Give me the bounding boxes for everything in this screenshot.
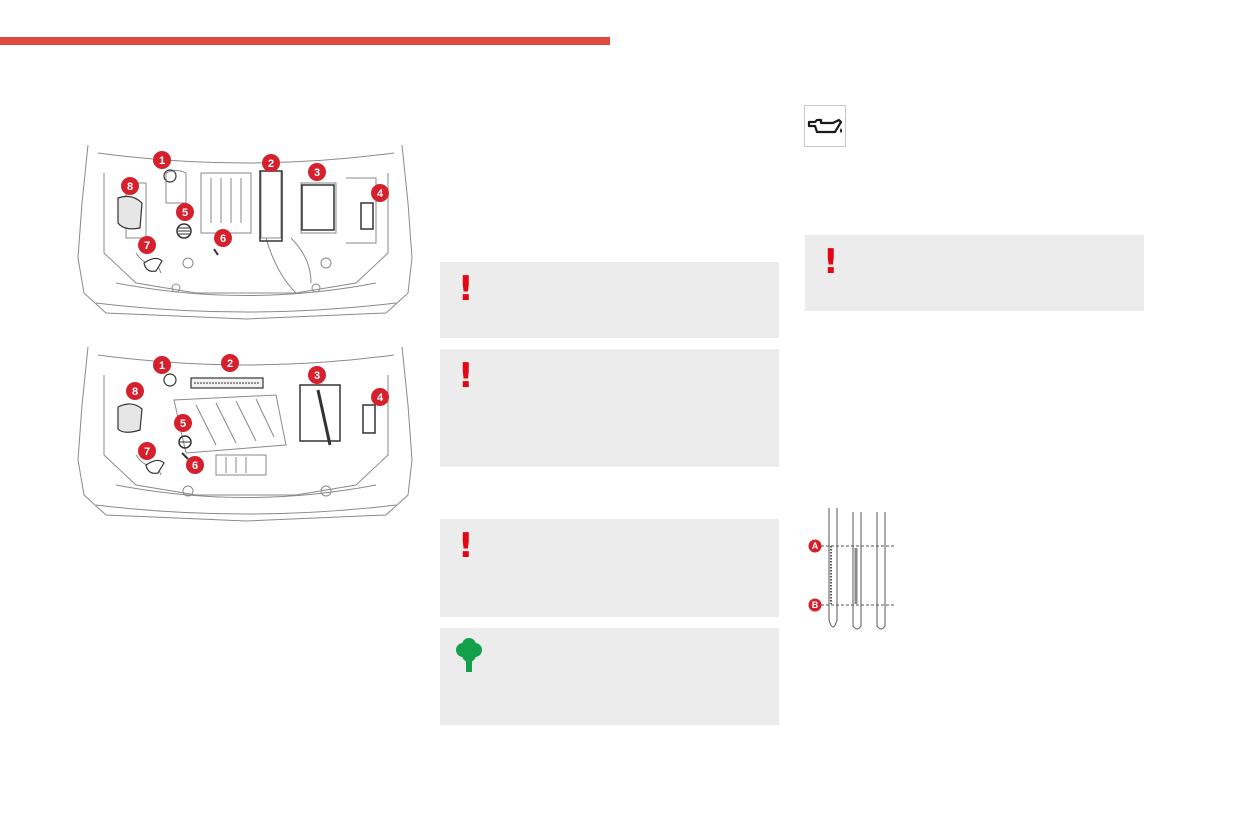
engine-compartment-diagram-2: 1 2 3 4 5 6 7 8 bbox=[76, 345, 416, 523]
exclamation-icon: ! bbox=[458, 526, 474, 566]
exclamation-icon: ! bbox=[458, 356, 474, 396]
callout-6: 6 bbox=[214, 229, 232, 247]
callout-8: 8 bbox=[121, 177, 139, 195]
callout-3: 3 bbox=[308, 163, 326, 181]
dipstick-mark-b: B bbox=[808, 598, 822, 612]
header-accent-bar bbox=[0, 37, 610, 45]
svg-text:2: 2 bbox=[227, 358, 233, 370]
callout-5: 5 bbox=[174, 414, 192, 432]
engine-compartment-diagram-1: 1 2 3 4 5 6 7 8 bbox=[76, 143, 416, 321]
eco-note bbox=[440, 628, 779, 725]
svg-text:6: 6 bbox=[192, 460, 198, 472]
svg-text:2: 2 bbox=[268, 158, 274, 170]
callout-2: 2 bbox=[262, 154, 280, 172]
svg-text:1: 1 bbox=[159, 155, 165, 167]
callout-2: 2 bbox=[221, 354, 239, 372]
reservoir-cap-shape bbox=[163, 169, 177, 183]
svg-text:4: 4 bbox=[377, 188, 384, 200]
warning-note-1: ! bbox=[440, 262, 779, 338]
oil-warning-light-frame bbox=[804, 105, 846, 147]
svg-text:3: 3 bbox=[314, 370, 320, 382]
svg-text:6: 6 bbox=[220, 233, 226, 245]
svg-text:7: 7 bbox=[144, 240, 150, 252]
svg-text:3: 3 bbox=[314, 167, 320, 179]
exclamation-icon: ! bbox=[823, 242, 839, 282]
callout-1: 1 bbox=[153, 151, 171, 169]
svg-text:1: 1 bbox=[159, 360, 165, 372]
svg-text:A: A bbox=[812, 541, 819, 551]
callout-5: 5 bbox=[176, 203, 194, 221]
svg-text:8: 8 bbox=[132, 386, 138, 398]
callout-3: 3 bbox=[308, 366, 326, 384]
callout-7: 7 bbox=[138, 236, 156, 254]
callout-6: 6 bbox=[186, 456, 204, 474]
callout-4: 4 bbox=[371, 184, 389, 202]
svg-text:B: B bbox=[812, 600, 819, 610]
callout-1: 1 bbox=[153, 356, 171, 374]
svg-text:5: 5 bbox=[180, 418, 186, 430]
callout-8: 8 bbox=[126, 382, 144, 400]
warning-note-2: ! bbox=[440, 349, 779, 467]
oil-can-icon bbox=[807, 118, 843, 134]
warning-note-4: ! bbox=[805, 235, 1144, 311]
tree-icon bbox=[456, 638, 482, 672]
svg-text:7: 7 bbox=[144, 446, 150, 458]
callout-7: 7 bbox=[138, 442, 156, 460]
svg-text:4: 4 bbox=[377, 392, 384, 404]
exclamation-icon: ! bbox=[458, 269, 474, 309]
oil-dipstick-diagram: A B bbox=[803, 508, 903, 643]
callout-4: 4 bbox=[371, 388, 389, 406]
dipstick-mark-a: A bbox=[808, 539, 822, 553]
svg-text:5: 5 bbox=[182, 207, 188, 219]
warning-note-3: ! bbox=[440, 519, 779, 617]
svg-text:8: 8 bbox=[127, 181, 133, 193]
